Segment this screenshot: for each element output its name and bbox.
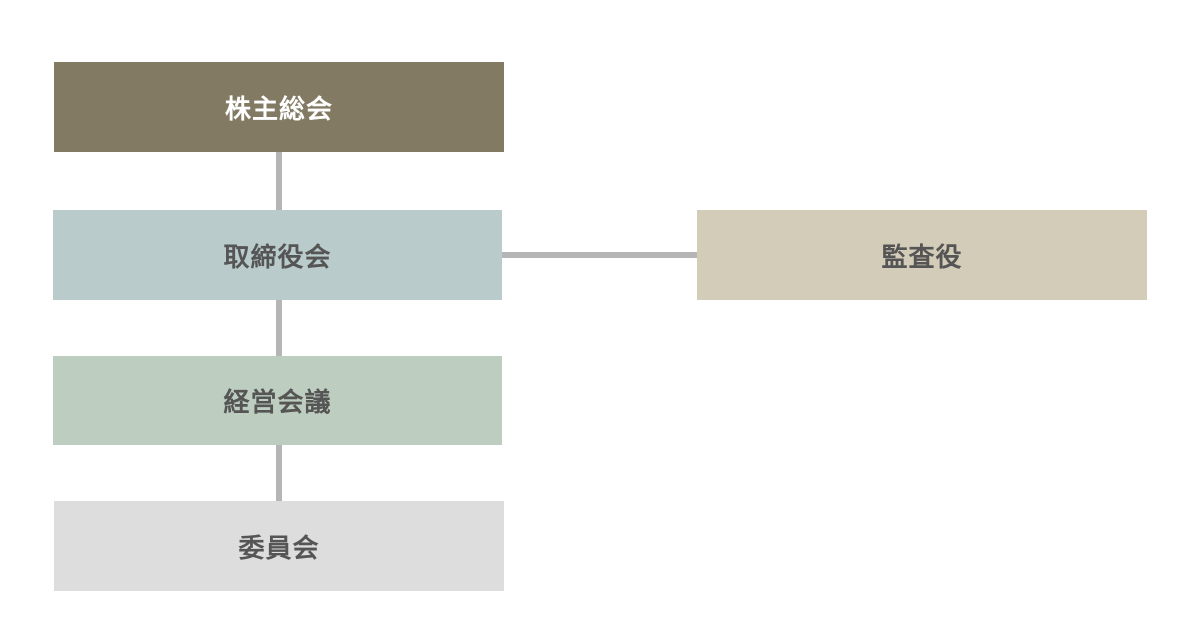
connector-board-management bbox=[276, 300, 282, 356]
node-label: 監査役 bbox=[881, 242, 963, 273]
node-board-of-directors: 取締役会 bbox=[53, 210, 502, 300]
node-auditor: 監査役 bbox=[697, 210, 1147, 300]
connector-board-auditor bbox=[502, 252, 697, 258]
node-label: 株主総会 bbox=[224, 94, 333, 125]
node-committee: 委員会 bbox=[54, 501, 504, 591]
node-label: 取締役会 bbox=[223, 242, 332, 273]
node-label: 委員会 bbox=[238, 533, 320, 564]
node-shareholders-meeting: 株主総会 bbox=[54, 62, 504, 152]
node-management-meeting: 経営会議 bbox=[53, 356, 502, 445]
connector-management-committee bbox=[276, 445, 282, 501]
node-label: 経営会議 bbox=[223, 388, 332, 418]
connector-shareholders-board bbox=[276, 152, 282, 210]
